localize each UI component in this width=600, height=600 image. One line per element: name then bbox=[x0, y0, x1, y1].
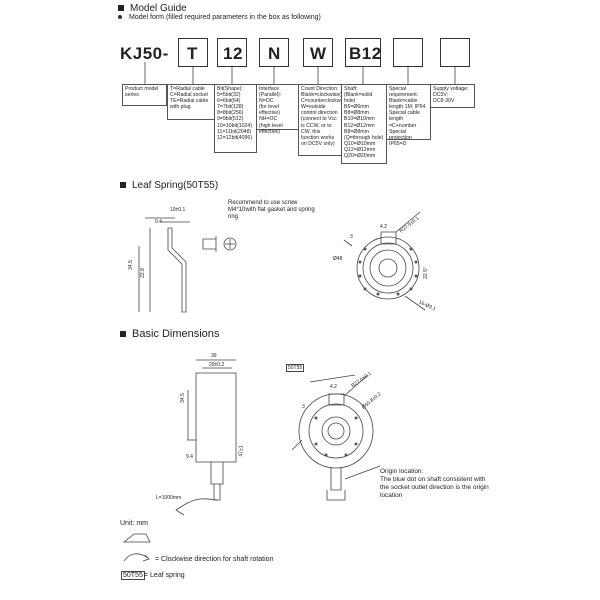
dot-bullet-icon bbox=[118, 15, 122, 20]
code-box-interface: N bbox=[259, 38, 289, 67]
dim-r1-basic: 4.2 bbox=[330, 384, 337, 390]
basic-dimensions-title: Basic Dimensions bbox=[120, 328, 219, 340]
tag-basic: 50T55 bbox=[286, 364, 305, 372]
desc-interface: Interface (Parallel): N=OC (for level ef… bbox=[256, 84, 299, 135]
dim-h3-basic: 9.4 bbox=[186, 454, 193, 460]
square-bullet-icon bbox=[120, 182, 126, 189]
code-box-supply bbox=[440, 38, 470, 67]
dim-w2: 29±0.2 bbox=[209, 362, 225, 368]
dim-c1-basic: 3 bbox=[302, 404, 305, 410]
square-bullet-icon bbox=[120, 331, 126, 338]
desc-outlet: T=Radial cable C=Radial socket TE=Radial… bbox=[167, 84, 215, 120]
desc-supply: Supply voltage: DC5V; DC8-30V bbox=[430, 84, 475, 108]
dim-r1: 4.2 bbox=[380, 224, 387, 230]
code-prefix: KJ50- bbox=[120, 44, 169, 63]
dim-top: 10±0.1 bbox=[170, 207, 186, 213]
model-guide-subtitle: Model form (filled required parameters i… bbox=[118, 14, 321, 21]
leaf-spring-title: Leaf Spring(50T55) bbox=[120, 180, 218, 191]
cable-length: L=1000mm bbox=[156, 495, 182, 501]
model-guide-title: Model Guide bbox=[118, 3, 187, 14]
unit-label: Unit: mm bbox=[120, 520, 148, 527]
code-box-special bbox=[393, 38, 423, 67]
rotation-label: = Clockwise direction for shaft rotation bbox=[155, 556, 274, 563]
code-box-count: W bbox=[303, 38, 333, 67]
dim-w: 39 bbox=[211, 353, 217, 359]
dim-thick: 0.4 bbox=[155, 219, 162, 225]
origin-note: Origin location: The blue dot on shaft c… bbox=[380, 468, 489, 499]
desc-count: Count Direction: Blank=clockwise(CW) C=c… bbox=[298, 84, 363, 156]
code-box-shaft: B12 bbox=[345, 38, 381, 67]
code-box-outlet: T bbox=[178, 38, 208, 67]
desc-bits: Bit(Shape): 5=5bit(32) 6=6bit(64) 7=7bit… bbox=[214, 84, 257, 153]
dim-c1: 3 bbox=[350, 234, 353, 240]
spring-label: = Leaf spring bbox=[144, 572, 185, 579]
square-bullet-icon bbox=[118, 5, 124, 12]
screw-note: Recommend to use screw M4*10with flat ga… bbox=[228, 200, 315, 220]
dim-d1: Ø48 bbox=[333, 256, 343, 262]
desc-product: Product model series bbox=[122, 84, 167, 106]
desc-special: Special requirement: Blank=cable length … bbox=[386, 84, 431, 147]
tag-legend: 50T55 bbox=[121, 571, 145, 580]
code-box-bits: 12 bbox=[217, 38, 247, 67]
